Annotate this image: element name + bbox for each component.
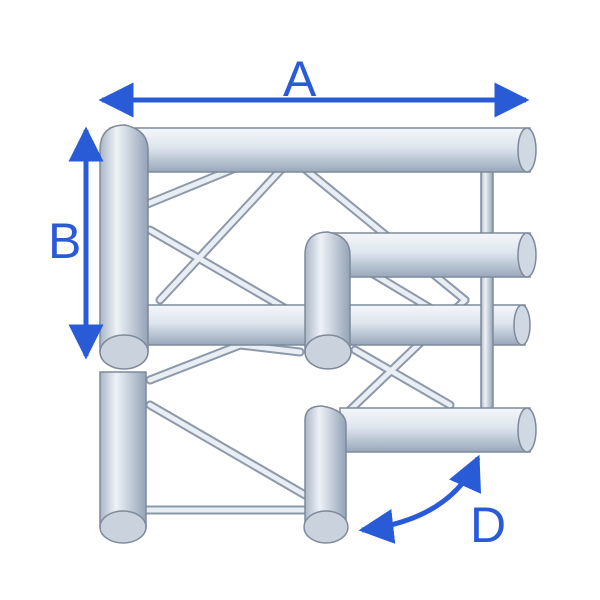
top-horizontal-tube bbox=[109, 127, 531, 173]
inner-lower-vertical-tube bbox=[304, 405, 347, 528]
dimension-d-arrow bbox=[358, 454, 481, 544]
tube-end-cap bbox=[304, 334, 352, 370]
dimension-a: A bbox=[98, 51, 530, 118]
thin-vertical-tube bbox=[480, 154, 494, 414]
dimension-b: B bbox=[48, 126, 104, 360]
upper-right-horizontal-tube bbox=[329, 232, 531, 278]
left-upper-vertical-tube bbox=[99, 124, 149, 353]
tube-end-cap bbox=[517, 232, 537, 278]
tube-end-cap bbox=[303, 510, 349, 544]
tube-end-cap bbox=[517, 127, 537, 173]
dimension-b-label: B bbox=[48, 213, 81, 269]
tube-end-cap bbox=[99, 510, 147, 544]
tube-end-cap bbox=[517, 407, 537, 453]
inner-upper-vertical-tube bbox=[304, 231, 351, 353]
dimension-a-label: A bbox=[283, 51, 317, 107]
dimension-d: D bbox=[358, 454, 506, 553]
left-lower-vertical-tube bbox=[99, 371, 147, 528]
tube-end-cap bbox=[99, 334, 149, 370]
tube-end-cap bbox=[513, 304, 531, 346]
dimension-d-label: D bbox=[470, 497, 506, 553]
lower-right-horizontal-tube bbox=[339, 407, 531, 453]
